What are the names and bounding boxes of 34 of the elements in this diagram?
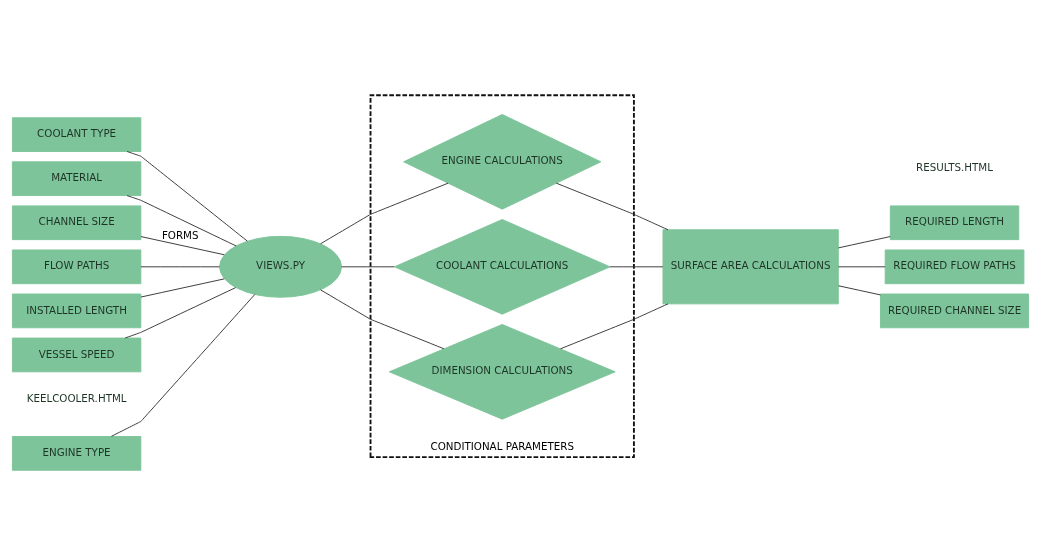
node-box: COOLANT TYPE (11, 117, 142, 152)
connector (140, 278, 225, 298)
label: RESULTS.HTML (916, 161, 993, 173)
connector (837, 266, 886, 268)
node-diamond: DIMENSION CALCULATIONS (388, 324, 616, 420)
node-ellipse: VIEWS.PY (219, 235, 342, 298)
connector (124, 287, 237, 339)
label: KEELCOOLER.HTML (26, 391, 127, 404)
connector (837, 285, 881, 296)
node-box: MATERIAL (11, 161, 142, 197)
node-box: REQUIRED CHANNEL SIZE (880, 293, 1030, 329)
connector (341, 266, 395, 268)
connector (320, 289, 445, 350)
node-box: INSTALLED LENGTH (11, 293, 142, 329)
connector (320, 182, 449, 245)
connector (560, 303, 669, 350)
node-box: REQUIRED LENGTH (889, 205, 1020, 241)
node-diamond: COOLANT CALCULATIONS (394, 219, 611, 315)
node-box: ENGINE TYPE (11, 436, 142, 471)
connector (126, 195, 237, 247)
connector (140, 266, 220, 268)
node-box: SURFACE AREA CALCULATIONS (662, 229, 839, 305)
connector (837, 236, 891, 249)
connector (555, 182, 669, 231)
connector (140, 236, 225, 256)
connector (110, 294, 256, 437)
edge-label: FORMS (161, 229, 199, 242)
connector (126, 151, 248, 242)
node-box: FLOW PATHS (11, 249, 142, 285)
connector (609, 266, 664, 268)
node-box: REQUIRED FLOW PATHS (884, 249, 1025, 285)
node-box: VESSEL SPEED (11, 337, 142, 373)
node-diamond: ENGINE CALCULATIONS (403, 114, 602, 210)
node-box: CHANNEL SIZE (11, 205, 142, 241)
